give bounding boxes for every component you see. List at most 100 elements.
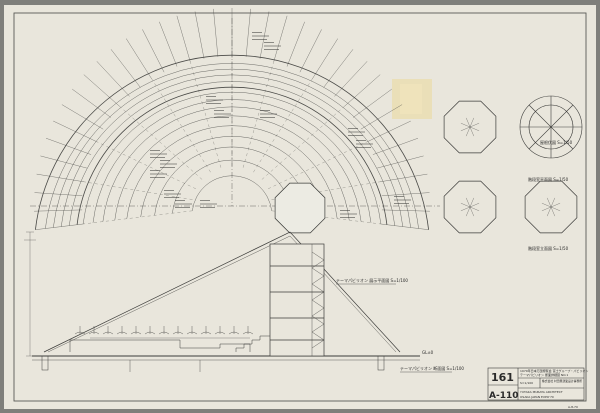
plan-radial bbox=[381, 209, 430, 212]
plan-radial bbox=[45, 138, 92, 155]
note-scribble bbox=[340, 210, 350, 211]
tape-patch-inner bbox=[400, 84, 422, 114]
note-scribble bbox=[150, 173, 167, 175]
detail-octagons bbox=[443, 100, 578, 234]
plan-radial-dashed bbox=[96, 141, 196, 189]
note-scribble bbox=[150, 157, 165, 158]
section-dimensions bbox=[24, 231, 36, 357]
ground-level-label: GL±0 bbox=[422, 350, 434, 355]
detail-octagon bbox=[443, 180, 497, 234]
right-caption-1: 階段室平面図 S=1/50 bbox=[528, 176, 569, 182]
plan-radial-dashed bbox=[83, 181, 193, 200]
drawing-number: A-110 bbox=[489, 391, 519, 401]
note-scribble bbox=[160, 160, 170, 161]
note-scribble bbox=[175, 200, 185, 201]
plan-radial-dashed bbox=[261, 106, 345, 180]
note-scribble bbox=[356, 140, 366, 141]
plan-radial bbox=[72, 88, 112, 118]
note-scribble bbox=[348, 128, 358, 129]
plan-radial-dashed bbox=[119, 106, 203, 180]
plan-radial bbox=[176, 15, 191, 62]
plan-radial bbox=[381, 192, 430, 196]
note-scribble bbox=[160, 163, 177, 165]
plan-radial bbox=[53, 120, 97, 142]
plan-radial bbox=[34, 192, 83, 196]
office-line-1: 株式会社 村田豊建築設計事務所 bbox=[542, 379, 582, 383]
note-scribble bbox=[252, 32, 262, 33]
note-scribble bbox=[356, 147, 371, 148]
note-scribble bbox=[348, 131, 365, 133]
right-caption-3: 屋根伏図 S=1/50 bbox=[540, 139, 573, 145]
plan-radial bbox=[245, 8, 251, 57]
plan-radial bbox=[323, 49, 354, 88]
note-scribble bbox=[260, 117, 275, 118]
plan-radial bbox=[299, 29, 322, 73]
right-caption-2: 階段室立面図 S=1/50 bbox=[528, 245, 569, 251]
section-caption: テーマパビリオン 断面図 S=1/100 bbox=[400, 365, 464, 371]
note-scribble bbox=[252, 39, 267, 40]
note-scribble bbox=[150, 153, 167, 155]
plan-radial bbox=[194, 11, 205, 59]
note-scribble bbox=[214, 117, 229, 118]
plan-notes bbox=[150, 32, 411, 218]
note-scribble bbox=[214, 113, 231, 115]
note-scribble bbox=[164, 190, 174, 191]
plan-radial bbox=[380, 223, 429, 230]
plan-radial bbox=[126, 38, 153, 80]
note-scribble bbox=[260, 110, 270, 111]
drawing-border bbox=[13, 12, 587, 402]
detail-octagon bbox=[443, 100, 497, 154]
note-scribble bbox=[394, 203, 409, 204]
note-scribble bbox=[394, 196, 404, 197]
note-scribble bbox=[394, 199, 411, 201]
plan-octagon bbox=[274, 182, 326, 234]
note-scribble bbox=[206, 103, 221, 104]
sheet-number: 161 bbox=[491, 371, 514, 384]
note-scribble bbox=[160, 167, 175, 168]
plan-radial bbox=[40, 155, 87, 169]
plan-radial bbox=[273, 15, 288, 62]
title-line-1: 1970年日本万国博覧会 富士グループ・パビリオン bbox=[520, 368, 588, 373]
title-block bbox=[487, 367, 585, 401]
note-scribble bbox=[200, 207, 215, 208]
plan-radial bbox=[142, 29, 165, 73]
plan-caption: テーマパビリオン 展示平面図 S=1/100 bbox=[336, 277, 408, 283]
note-scribble bbox=[150, 150, 160, 151]
plan-radial bbox=[344, 74, 381, 107]
plan-radial bbox=[110, 49, 141, 88]
note-scribble bbox=[264, 45, 281, 47]
plan-radial-dashed bbox=[242, 61, 274, 168]
plan-radial bbox=[213, 8, 219, 57]
note-scribble bbox=[206, 96, 216, 97]
plan-radial bbox=[83, 74, 120, 107]
note-scribble bbox=[252, 35, 269, 37]
note-scribble bbox=[175, 207, 190, 208]
plan-radial bbox=[360, 104, 403, 130]
note-scribble bbox=[340, 217, 355, 218]
plan-radial-dashed bbox=[151, 79, 211, 173]
title-line-3: S=1/100 bbox=[520, 381, 533, 385]
note-scribble bbox=[164, 197, 179, 198]
plan-radial bbox=[377, 155, 424, 169]
note-scribble bbox=[356, 143, 373, 145]
note-scribble bbox=[264, 42, 274, 43]
detail-octagon bbox=[524, 180, 578, 234]
plan-radial bbox=[379, 173, 428, 182]
plan-radial-dashed bbox=[83, 210, 193, 225]
note-scribble bbox=[264, 49, 279, 50]
plan-radial bbox=[159, 21, 178, 67]
corner-mark: A-8-70 bbox=[568, 405, 578, 409]
note-scribble bbox=[150, 177, 165, 178]
section-drawing bbox=[32, 231, 420, 372]
note-scribble bbox=[200, 203, 217, 205]
plan-radial bbox=[367, 120, 411, 142]
plan-radial bbox=[311, 38, 338, 80]
note-scribble bbox=[340, 213, 357, 215]
note-scribble bbox=[214, 110, 224, 111]
note-scribble bbox=[348, 135, 363, 136]
roof-plan-circle bbox=[519, 95, 583, 159]
note-scribble bbox=[150, 170, 160, 171]
note-scribble bbox=[164, 193, 181, 195]
office-line-2: YUTAKA MURATA ARCHITECT bbox=[520, 390, 563, 394]
